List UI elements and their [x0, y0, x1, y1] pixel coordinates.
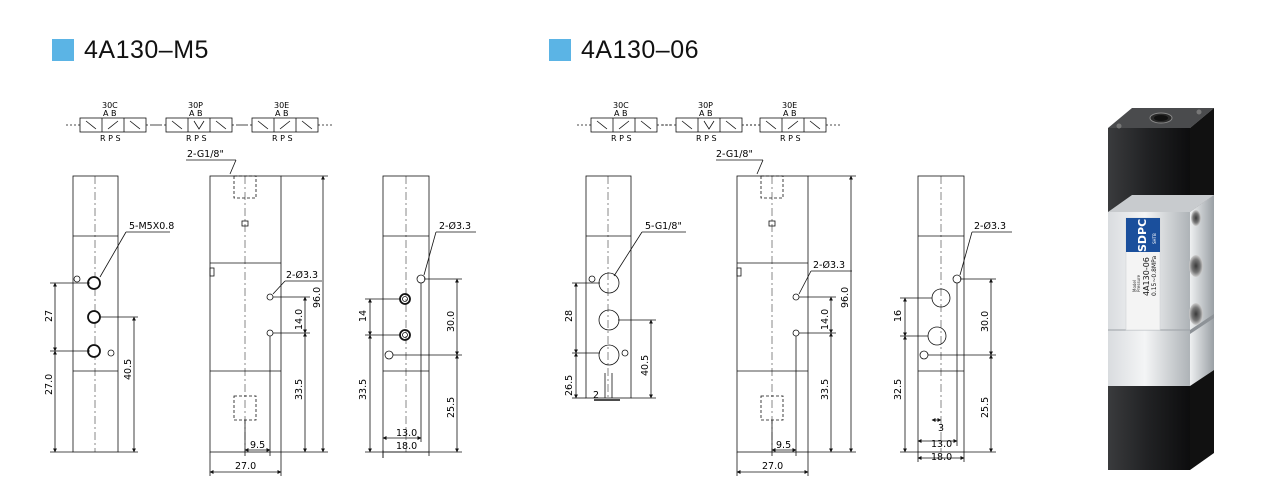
product-pressure-label: 0.15~0.8MPa — [1151, 256, 1158, 296]
dim-label: 9.5 — [250, 440, 265, 451]
dim-label: 13.0 — [931, 439, 952, 450]
hole-callout: 2-Ø3.3 — [439, 221, 471, 232]
port-label-ab: A B — [275, 109, 289, 118]
dim-label: 32.5 — [893, 379, 904, 400]
valve-symbol-30c — [66, 117, 160, 133]
port-label-rps: R P S — [696, 134, 717, 143]
dim-label: 9.5 — [776, 440, 791, 451]
dim-label: 16 — [893, 310, 904, 322]
dim-label: 3 — [938, 423, 944, 434]
port-label-ab: A B — [189, 109, 203, 118]
dim-label: 30.0 — [446, 311, 457, 332]
dim-label: 33.5 — [294, 379, 305, 400]
model-header-06: 4A130–06 — [549, 36, 699, 64]
dim-label: 25.5 — [980, 397, 991, 418]
valve-symbol-30e — [238, 117, 332, 133]
dim-label: 13.0 — [396, 428, 417, 439]
ports-callout: 5-G1/8" — [645, 221, 682, 232]
dim-label: 27.0 — [235, 461, 256, 472]
dim-label: 27.0 — [44, 374, 55, 395]
port-label-rps: R P S — [100, 134, 121, 143]
product-photo: SDPC SHTB Model Pressure 4A130-06 0.15~0… — [1108, 108, 1214, 470]
model-title: 4A130–06 — [581, 35, 700, 64]
valve-symbol-30c — [577, 117, 671, 133]
dim-label: 14.0 — [294, 309, 305, 330]
hole-callout: 2-Ø3.3 — [813, 260, 845, 271]
front-view-m5 — [50, 175, 170, 453]
dim-label: 18.0 — [931, 452, 952, 463]
dim-label: 40.5 — [640, 355, 651, 376]
symbol-label: 30P — [698, 101, 713, 110]
port-label-ab: A B — [699, 109, 713, 118]
symbol-label: 30E — [782, 101, 797, 110]
brand-label: SDPC — [1136, 219, 1149, 252]
side-view-06 — [716, 159, 856, 476]
accent-square-icon — [549, 39, 571, 61]
dim-label: 14 — [358, 310, 369, 322]
hole-callout: 2-Ø3.3 — [286, 270, 318, 281]
port-label-rps: R P S — [780, 134, 801, 143]
dim-label: 14.0 — [820, 309, 831, 330]
dim-label: 26.5 — [564, 375, 575, 396]
valve-symbol-30p — [152, 117, 246, 133]
ports-callout: 5-M5X0.8 — [129, 221, 174, 232]
symbol-label: 30E — [274, 101, 289, 110]
dim-label: 27 — [44, 310, 55, 322]
dim-label: 18.0 — [396, 441, 417, 452]
dim-label: 28 — [564, 310, 575, 322]
port-label-rps: R P S — [272, 134, 293, 143]
g-callout: 2-G1/8" — [187, 149, 224, 160]
port-label-rps: R P S — [611, 134, 632, 143]
accent-square-icon — [52, 39, 74, 61]
front-view-06 — [572, 175, 686, 401]
dim-label: 40.5 — [123, 359, 134, 380]
brand-sub-label: SHTB — [1152, 233, 1157, 244]
model-header-m5: 4A130–M5 — [52, 36, 209, 64]
valve-symbol-30p — [662, 117, 756, 133]
label-caption: Pressure — [1136, 274, 1141, 292]
symbol-label: 30P — [188, 101, 203, 110]
label-caption: Model — [1132, 280, 1137, 292]
port-label-ab: A B — [614, 109, 628, 118]
symbol-label: 30C — [613, 101, 629, 110]
hole-callout: 2-Ø3.3 — [974, 221, 1006, 232]
dim-label: 96.0 — [312, 287, 323, 308]
g-callout: 2-G1/8" — [716, 149, 753, 160]
end-view-m5 — [365, 175, 476, 458]
dim-label: 33.5 — [358, 379, 369, 400]
port-label-ab: A B — [783, 109, 797, 118]
port-label-rps: R P S — [186, 134, 207, 143]
dim-label: 96.0 — [840, 287, 851, 308]
product-model-label: 4A130-06 — [1142, 257, 1151, 296]
port-label-ab: A B — [103, 109, 117, 118]
dim-label: 25.5 — [446, 397, 457, 418]
dim-label: 2 — [593, 390, 599, 401]
dim-label: 30.0 — [980, 311, 991, 332]
model-title: 4A130–M5 — [84, 35, 209, 64]
dim-label: 27.0 — [762, 461, 783, 472]
side-view-m5 — [186, 159, 328, 476]
end-view-06 — [900, 175, 1012, 462]
symbol-label: 30C — [102, 101, 118, 110]
dim-label: 33.5 — [820, 379, 831, 400]
valve-symbol-30e — [746, 117, 840, 133]
